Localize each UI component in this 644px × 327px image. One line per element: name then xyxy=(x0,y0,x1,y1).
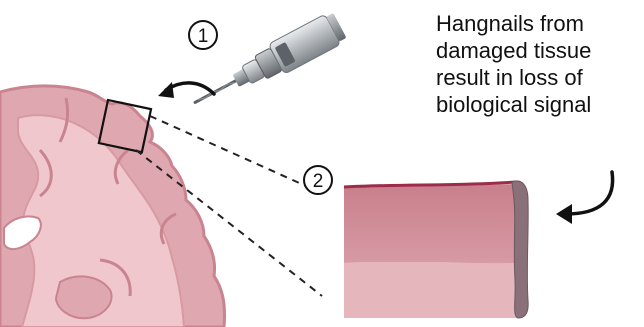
block-lower-layer xyxy=(344,262,520,318)
caption-line-1: Hangnails from xyxy=(436,10,642,37)
block-upper-layer xyxy=(344,184,518,262)
brain-section xyxy=(0,86,225,327)
deep-structure xyxy=(56,276,112,318)
caption-line-3: result in loss of xyxy=(436,64,642,91)
step-2-marker: 2 xyxy=(304,166,332,194)
step-1-label: 1 xyxy=(198,26,209,47)
magnified-tissue-block xyxy=(344,181,528,318)
step-2-label: 2 xyxy=(313,171,324,192)
caption-line-2: damaged tissue xyxy=(436,37,642,64)
step-1-marker: 1 xyxy=(189,21,217,49)
hangnail-caption: Hangnails from damaged tissue result in … xyxy=(436,10,642,118)
hangnail-arrow-icon xyxy=(556,172,613,224)
caption-line-4: biological signal xyxy=(436,91,642,118)
hangnail-edge xyxy=(512,181,528,318)
